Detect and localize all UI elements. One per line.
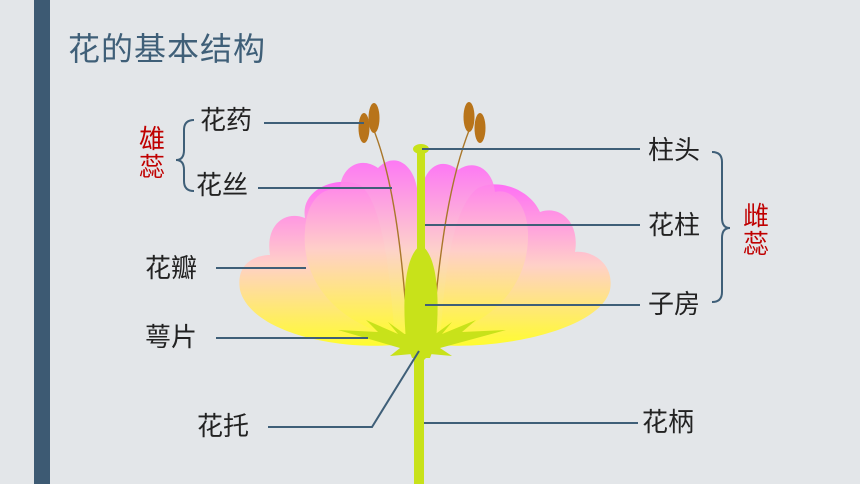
pistil-group-label: 雌 蕊 [742, 202, 769, 261]
label-anther: 花药 [200, 106, 253, 136]
receptacle-base [403, 334, 439, 358]
petal-right-front [420, 163, 529, 338]
stamen-group-label: 雄 蕊 [138, 125, 165, 184]
slide-title: 花的基本结构 [68, 30, 267, 68]
label-ovary: 子房 [648, 290, 701, 320]
accent-bar [34, 0, 50, 484]
stigma [413, 144, 429, 154]
petal-left-front [304, 160, 419, 338]
anther-left-1 [358, 113, 370, 143]
label-petal: 花瓣 [145, 254, 198, 284]
label-sepal: 萼片 [145, 323, 198, 353]
label-filament: 花丝 [196, 171, 249, 201]
anther-right-2 [474, 113, 486, 143]
label-pedicel: 花柄 [642, 408, 695, 438]
ovary [404, 245, 438, 340]
anther-left-2 [368, 103, 380, 133]
stamen-brace [175, 119, 195, 192]
label-stigma: 柱头 [648, 136, 701, 166]
anther-right-1 [463, 102, 475, 132]
label-style: 花柱 [648, 211, 701, 241]
pistil-brace [711, 151, 731, 303]
style-column [417, 150, 425, 260]
label-receptacle: 花托 [197, 412, 250, 442]
leader-receptacle [268, 350, 420, 428]
pedicel-stem [414, 345, 424, 484]
